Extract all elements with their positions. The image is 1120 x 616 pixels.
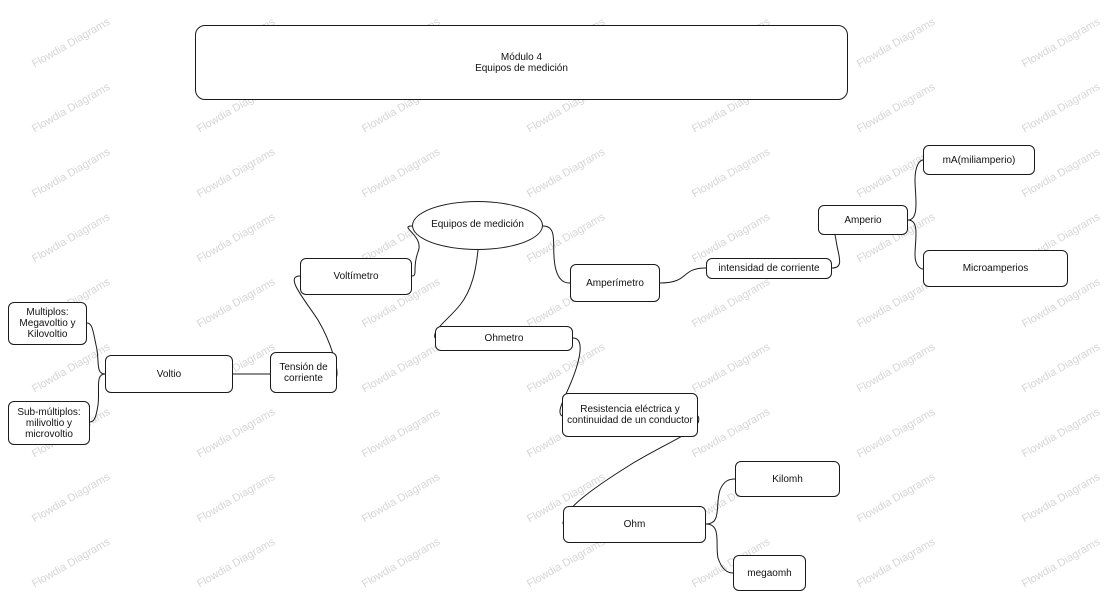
node-multiplos[interactable]: Multiplos: Megavoltio y Kilovoltio [8, 302, 87, 345]
node-label: Equipos de medición [431, 219, 524, 230]
node-megaomh[interactable]: megaomh [733, 555, 806, 591]
node-label: mA(miliamperio) [942, 154, 1016, 166]
edge-ohmetro-resistencia [559, 337, 581, 417]
node-label: Amperímetro [586, 277, 644, 289]
edge-ohm-kilomh [705, 478, 736, 525]
node-amperimetro[interactable]: Amperímetro [570, 264, 660, 302]
node-voltio[interactable]: Voltio [105, 355, 233, 393]
node-label: Ohmetro [484, 333, 524, 344]
node-label: megaomh [747, 567, 792, 579]
node-equipos-de-medicion[interactable]: Equipos de medición [412, 201, 543, 250]
node-voltimetro[interactable]: Voltímetro [300, 258, 412, 295]
node-label: Tensión de corriente [279, 361, 328, 384]
edge-amperimetro-intensidad [659, 267, 707, 284]
node-tension-de-corriente[interactable]: Tensión de corriente [270, 352, 337, 393]
node-amperio[interactable]: Amperio [818, 205, 908, 235]
node-label: Amperio [844, 214, 882, 226]
edge-voltio-multiplos [86, 322, 106, 375]
node-label: Multiplos: Megavoltio y Kilovoltio [19, 307, 76, 340]
node-label: Sub-múltiplos: milivoltio y microvoltio [17, 406, 81, 440]
node-ohm[interactable]: Ohm [563, 506, 706, 543]
edge-equipos-ohmetro [434, 249, 479, 339]
node-kilomh[interactable]: Kilomh [735, 461, 840, 497]
edge-ohm-megaomh [705, 523, 734, 574]
edge-voltio-submultiplos [89, 373, 106, 423]
node-label: Kilomh [772, 473, 803, 485]
diagram-title-box[interactable]: Módulo 4 Equipos de medición [195, 25, 848, 100]
edge-equipos-amperimetro [542, 225, 571, 284]
node-label: intensidad de corriente [718, 263, 820, 274]
node-ohmetro[interactable]: Ohmetro [435, 326, 573, 351]
title-line-1: Módulo 4 [500, 51, 543, 63]
edge-amperio-microamperios [907, 219, 924, 270]
node-label: Resistencia eléctrica y continuidad de u… [567, 404, 693, 426]
node-label: Microamperios [962, 263, 1029, 274]
edge-equipos-voltimetro [407, 225, 420, 277]
node-miliamperio[interactable]: mA(miliamperio) [923, 145, 1035, 175]
node-microamperios[interactable]: Microamperios [923, 250, 1068, 287]
node-submultiplos[interactable]: Sub-múltiplos: milivoltio y microvoltio [8, 401, 90, 445]
node-resistencia-electrica[interactable]: Resistencia eléctrica y continuidad de u… [562, 393, 698, 437]
node-intensidad-de-corriente[interactable]: intensidad de corriente [706, 258, 832, 279]
node-label: Voltio [156, 368, 182, 380]
node-label: Voltímetro [333, 271, 379, 282]
node-label: Ohm [623, 519, 646, 530]
edge-amperio-miliamperio [907, 159, 924, 221]
title-line-2: Equipos de medición [475, 62, 568, 74]
